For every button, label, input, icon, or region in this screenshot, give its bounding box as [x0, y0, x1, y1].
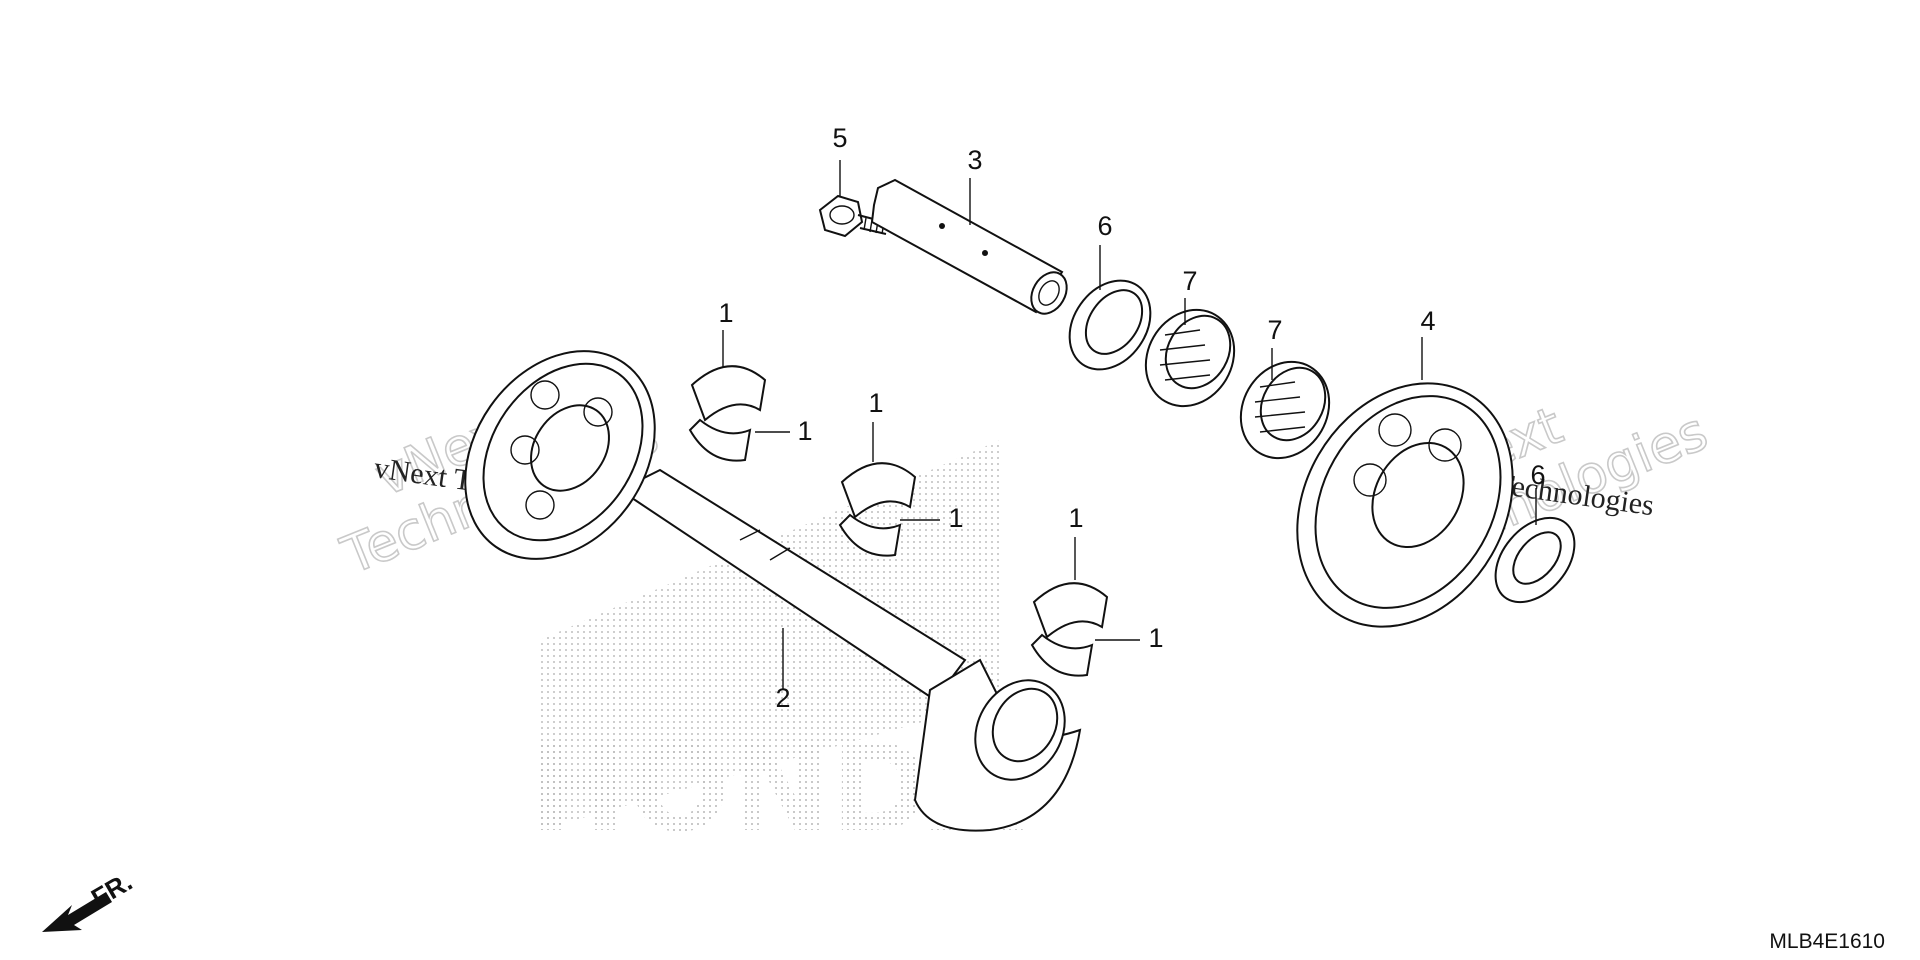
leader-lines: [722, 160, 1537, 690]
label-part-7-needle-bearing-right: 7: [1267, 315, 1282, 345]
label-part-3-shaft: 3: [967, 145, 982, 175]
label-part-2-balancer-shaft: 2: [775, 683, 790, 713]
label-part-1-bearing-b-right: 1: [948, 503, 963, 533]
diagram-code: MLB4E1610: [1769, 930, 1885, 953]
label-part-4-gear: 4: [1420, 306, 1435, 336]
label-part-1-bearing-c-right: 1: [1148, 623, 1163, 653]
label-part-5-bolt: 5: [832, 123, 847, 153]
label-part-1-bearing-a-right: 1: [797, 416, 812, 446]
label-part-6-washer-lower: 6: [1530, 460, 1545, 490]
label-part-6-washer-upper: 6: [1097, 211, 1112, 241]
part-bolt: [818, 194, 887, 238]
part-needle-bearing-right: [1239, 360, 1331, 460]
part-gear: [1296, 382, 1514, 628]
part-bearing-b: [838, 462, 917, 557]
part-bearing-a: [688, 365, 767, 462]
label-part-1-bearing-a-top: 1: [718, 298, 733, 328]
part-shaft: [870, 178, 1068, 315]
label-part-7-needle-bearing-left: 7: [1182, 266, 1197, 296]
part-balancer-shaft: [464, 350, 1082, 832]
part-needle-bearing-left: [1144, 308, 1236, 408]
part-washer-lower: [1494, 516, 1576, 604]
label-part-1-bearing-c-top: 1: [1068, 503, 1083, 533]
label-part-1-bearing-b-top: 1: [868, 388, 883, 418]
front-direction-indicator: FR.: [42, 866, 137, 932]
part-washer-upper: [1068, 279, 1152, 371]
front-arrow-icon: [42, 892, 112, 932]
part-bearing-c: [1030, 582, 1109, 677]
